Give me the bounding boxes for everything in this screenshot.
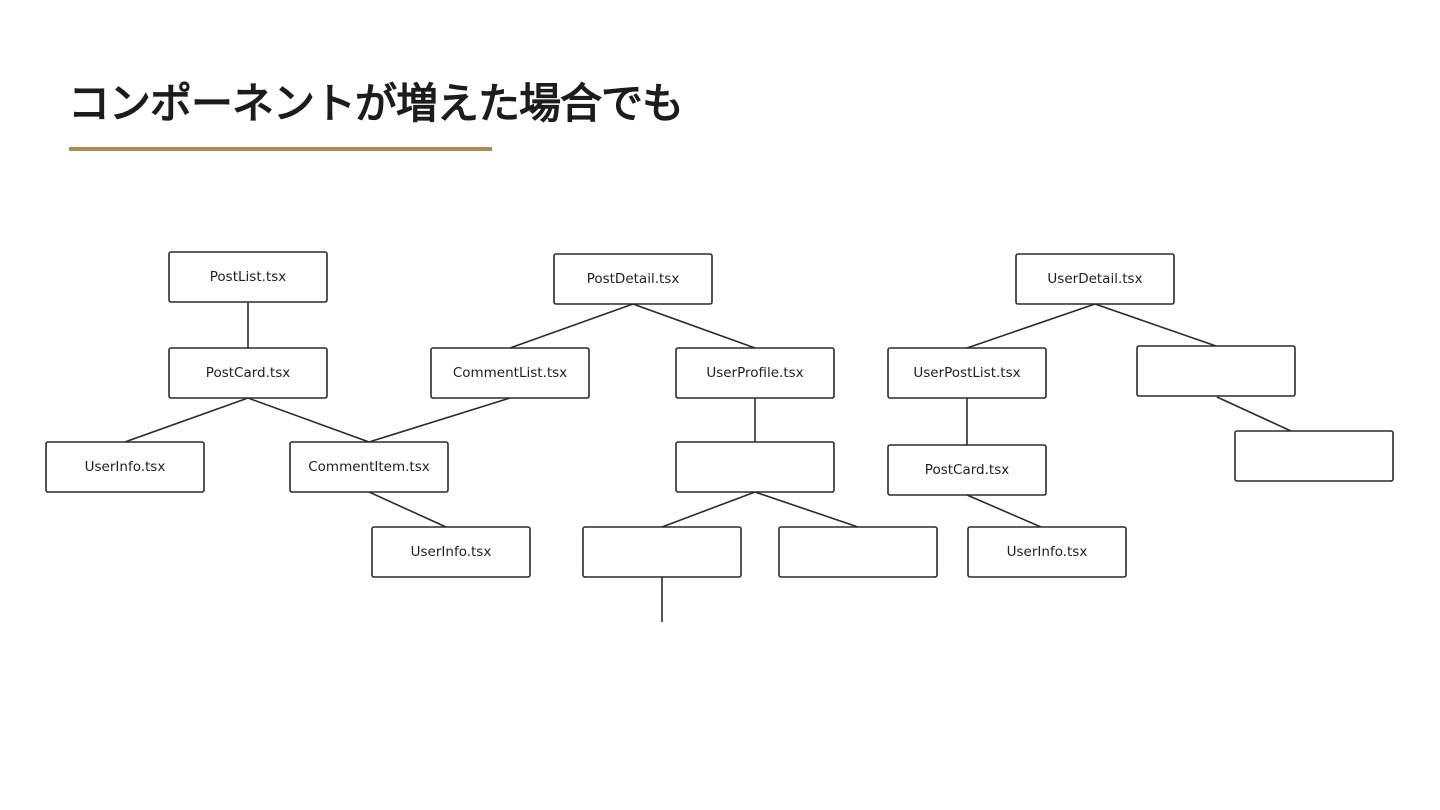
node-userinfo1: UserInfo.tsx (45, 441, 205, 493)
node-userpostlist: UserPostList.tsx (887, 347, 1047, 399)
edge-postdetail-to-commentlist (509, 303, 634, 349)
node-box (168, 347, 328, 399)
edge-blank1-to-blank3 (754, 491, 859, 528)
node-box (1015, 253, 1175, 305)
node-box (289, 441, 449, 493)
node-box (371, 526, 531, 578)
node-postcard1: PostCard.tsx (168, 347, 328, 399)
node-box (1136, 345, 1296, 397)
node-blank2 (582, 526, 742, 578)
node-userinfo2: UserInfo.tsx (371, 526, 531, 578)
node-label: PostDetail.tsx (587, 271, 680, 287)
node-postcard2: PostCard.tsx (887, 444, 1047, 496)
node-label: UserInfo.tsx (411, 544, 492, 560)
node-label: CommentItem.tsx (308, 459, 429, 475)
node-postdetail: PostDetail.tsx (553, 253, 713, 305)
node-userprofile: UserProfile.tsx (675, 347, 835, 399)
edge-postcard1-to-userinfo1 (124, 397, 249, 443)
node-box (430, 347, 590, 399)
node-blank1 (675, 441, 835, 493)
node-box (553, 253, 713, 305)
edge-commentlist-to-commentitem (368, 397, 511, 443)
node-box (675, 347, 835, 399)
node-label: UserPostList.tsx (913, 365, 1020, 381)
node-commentitem: CommentItem.tsx (289, 441, 449, 493)
node-blank4 (1136, 345, 1296, 397)
edge-blank4-to-blank5 (1216, 396, 1292, 432)
node-box (887, 347, 1047, 399)
node-label: UserDetail.tsx (1047, 271, 1142, 287)
edge-commentitem-to-userinfo2 (368, 491, 447, 528)
node-postlist: PostList.tsx (168, 251, 328, 303)
node-box (45, 441, 205, 493)
node-commentlist: CommentList.tsx (430, 347, 590, 399)
edge-postcard1-to-commentitem (247, 397, 370, 443)
edge-userdetail-to-blank4 (1094, 303, 1217, 347)
node-label: PostCard.tsx (925, 462, 1009, 478)
node-box (778, 526, 938, 578)
slide-title: コンポーネントが増えた場合でも (68, 79, 684, 128)
node-label: CommentList.tsx (453, 365, 567, 381)
edges-layer (124, 302, 1292, 622)
node-userdetail: UserDetail.tsx (1015, 253, 1175, 305)
node-box (1234, 430, 1394, 482)
node-blank3 (778, 526, 938, 578)
node-label: PostList.tsx (210, 269, 286, 285)
node-userinfo3: UserInfo.tsx (967, 526, 1127, 578)
edge-postcard2-to-userinfo3 (966, 494, 1042, 528)
node-box (967, 526, 1127, 578)
node-label: UserInfo.tsx (1007, 544, 1088, 560)
node-label: UserProfile.tsx (706, 365, 803, 381)
node-label: PostCard.tsx (206, 365, 290, 381)
edge-userdetail-to-userpostlist (966, 303, 1096, 349)
node-box (887, 444, 1047, 496)
node-box (675, 441, 835, 493)
node-label: UserInfo.tsx (85, 459, 166, 475)
node-box (582, 526, 742, 578)
title-underline (69, 147, 492, 151)
node-blank5 (1234, 430, 1394, 482)
edge-postdetail-to-userprofile (632, 303, 756, 349)
edge-blank1-to-blank2 (661, 491, 756, 528)
node-box (168, 251, 328, 303)
